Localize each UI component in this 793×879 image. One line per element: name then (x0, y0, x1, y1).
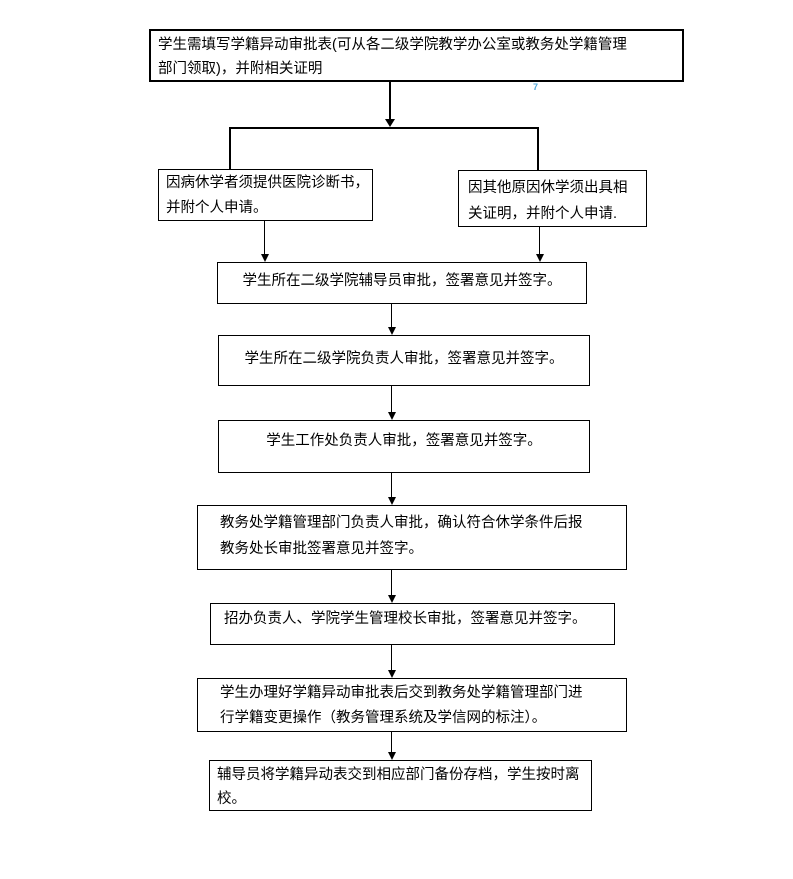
box-registration-change: 学生办理好学籍异动审批表后交到教务处学籍管理部门进 行学籍变更操作（教务管理系统… (197, 678, 627, 732)
arrowhead-down-icon (388, 595, 396, 603)
box-registrar-approval: 教务处学籍管理部门负责人审批，确认符合休学条件后报 教务处长审批签署意见并签字。 (197, 505, 627, 570)
connector-other-reason-line (539, 227, 540, 255)
arrowhead-down-icon (388, 752, 396, 760)
box-text-line: 部门领取)，并附相关证明 (158, 61, 323, 77)
box-sick-leave: 因病休学者须提供医院诊断书， 并附个人申请。 (158, 169, 373, 221)
connector-spine-line-1 (391, 304, 392, 328)
branch-left-drop-line (229, 127, 231, 169)
arrowhead-down-icon (261, 254, 269, 262)
arrowhead-down-icon (388, 497, 396, 505)
box-text-line: 学生需填写学籍异动审批表(可从各二级学院教学办公室或教务处学籍管理 (158, 37, 627, 53)
box-text-line: 并附个人申请。 (166, 200, 268, 216)
box-filing-departure: 辅导员将学籍异动表交到相应部门备份存档，学生按时离 校。 (209, 760, 592, 811)
box-text-line: 校。 (217, 791, 246, 807)
box-student-affairs-approval: 学生工作处负责人审批，签署意见并签字。 (218, 420, 590, 473)
box-text-line: 学生所在二级学院负责人审批，签署意见并签字。 (244, 351, 564, 367)
box-text-line: 教务处学籍管理部门负责人审批，确认符合休学条件后报 (220, 515, 583, 531)
arrowhead-down-icon (385, 119, 395, 127)
box-text-line: 关证明，并附个人申请. (468, 206, 618, 222)
arrowhead-down-icon (388, 670, 396, 678)
branch-right-drop-line (537, 127, 539, 170)
box-text-line: 教务处长审批签署意见并签字。 (220, 541, 423, 557)
box-fill-form: 学生需填写学籍异动审批表(可从各二级学院教学办公室或教务处学籍管理 部门领取)，… (149, 29, 684, 82)
connector-spine-line-4 (391, 570, 392, 596)
box-other-reason: 因其他原因休学须出具相 关证明，并附个人申请. (458, 170, 647, 227)
box-college-head-approval: 学生所在二级学院负责人审批，签署意见并签字。 (218, 335, 590, 386)
box-text-line: 因其他原因休学须出具相 (468, 180, 628, 196)
arrowhead-down-icon (536, 254, 544, 262)
stray-annotation-7: 7 (533, 82, 539, 92)
box-admissions-president-approval: 招办负责人、学院学生管理校长审批，签署意见并签字。 (210, 603, 615, 645)
arrowhead-down-icon (388, 327, 396, 335)
connector-spine-line-2 (391, 386, 392, 413)
arrowhead-down-icon (388, 412, 396, 420)
box-text-line: 学生所在二级学院辅导员审批，签署意见并签字。 (242, 273, 562, 289)
box-text-line: 辅导员将学籍异动表交到相应部门备份存档，学生按时离 (217, 767, 580, 783)
connector-spine-line-3 (391, 473, 392, 498)
box-text-line: 行学籍变更操作（教务管理系统及学信网的标注）。 (220, 710, 547, 726)
box-counselor-approval: 学生所在二级学院辅导员审批，签署意见并签字。 (217, 262, 587, 304)
box-text-line: 招办负责人、学院学生管理校长审批，签署意见并签字。 (224, 611, 587, 627)
box-text-line: 学生工作处负责人审批，签署意见并签字。 (266, 433, 542, 449)
connector-sick-leave-line (264, 221, 265, 255)
box-text-line: 学生办理好学籍异动审批表后交到教务处学籍管理部门进 (220, 685, 583, 701)
branch-horizontal-line (229, 127, 539, 129)
box-text-line: 因病休学者须提供医院诊断书， (166, 175, 369, 191)
connector-spine-line-6 (391, 732, 392, 753)
connector-main-down-line (389, 82, 391, 120)
connector-spine-line-5 (391, 645, 392, 671)
